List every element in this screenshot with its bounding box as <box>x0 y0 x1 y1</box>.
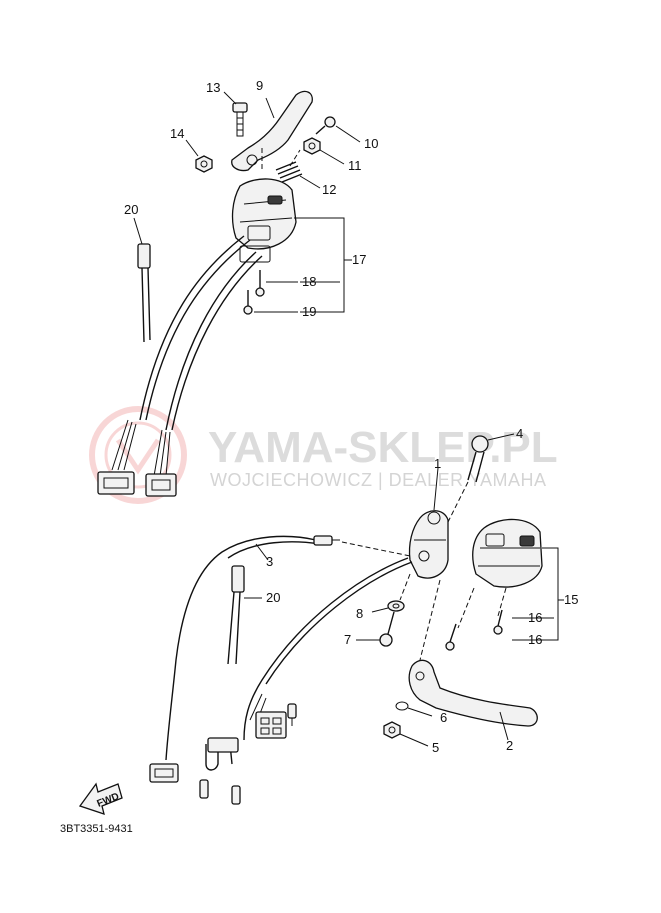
right-handlebar-switch[interactable] <box>472 518 543 588</box>
brake-switch-cable[interactable] <box>165 535 340 761</box>
callout-5: 5 <box>432 740 439 755</box>
callouts: 13 9 14 10 11 12 20 17 18 19 4 1 3 20 15… <box>124 78 578 755</box>
left-handlebar-switch[interactable] <box>231 178 297 263</box>
nut-11[interactable] <box>303 137 321 155</box>
callout-14: 14 <box>170 126 184 141</box>
right-switch-harness <box>243 557 413 741</box>
watermark-logo-icon <box>89 406 187 504</box>
callout-20-upper: 20 <box>124 202 138 217</box>
nut-5[interactable] <box>383 721 401 739</box>
oring-6[interactable] <box>395 701 409 711</box>
upper-assembly <box>97 90 361 497</box>
connector-left-a[interactable] <box>97 471 135 495</box>
screw-19[interactable] <box>243 290 253 315</box>
leader-11 <box>319 149 345 165</box>
callout-16-a: 16 <box>528 610 542 625</box>
lower-assembly <box>149 433 564 805</box>
bracket-15 <box>512 547 564 641</box>
left-switch-harness <box>111 235 263 477</box>
leader-20-upper <box>133 217 143 245</box>
screw-10[interactable] <box>315 116 336 135</box>
watermark-brand: YAMA-SKLEP.PL <box>208 423 558 472</box>
callout-15: 15 <box>564 592 578 607</box>
callout-3: 3 <box>266 554 273 569</box>
callout-4: 4 <box>516 426 523 441</box>
leader-13 <box>223 91 237 105</box>
callout-2: 2 <box>506 738 513 753</box>
callout-18: 18 <box>302 274 316 289</box>
dash-upper <box>261 148 301 170</box>
connector-left-b[interactable] <box>145 473 177 497</box>
watermark: YAMA-SKLEP.PL WOJCIECHOWICZ | DEALER YAM… <box>89 406 558 504</box>
leader-1 <box>433 467 439 511</box>
connector-right-a[interactable] <box>255 711 287 739</box>
leader-14 <box>185 139 199 157</box>
leader-5 <box>399 733 429 747</box>
drawing-code: 3BT3351-9431 <box>60 823 133 835</box>
washer-8[interactable] <box>387 600 405 612</box>
dash-3 <box>341 541 411 557</box>
callout-10: 10 <box>364 136 378 151</box>
clutch-lever[interactable] <box>231 90 313 172</box>
screw-18[interactable] <box>255 270 265 297</box>
leader-10 <box>335 125 361 143</box>
brake-lever[interactable] <box>408 659 538 727</box>
spring-12[interactable] <box>275 161 303 183</box>
callout-17: 17 <box>352 252 366 267</box>
connector-brake[interactable] <box>149 763 179 783</box>
cable-tie-upper[interactable] <box>137 243 151 343</box>
callout-12: 12 <box>322 182 336 197</box>
leader-8 <box>371 607 389 613</box>
callout-13: 13 <box>206 80 220 95</box>
bolt-7[interactable] <box>379 611 395 647</box>
callout-20-lower: 20 <box>266 590 280 605</box>
callout-8: 8 <box>356 606 363 621</box>
nut-14[interactable] <box>195 155 213 173</box>
callout-7: 7 <box>344 632 351 647</box>
leader-4 <box>487 433 515 441</box>
watermark-dealer: WOJCIECHOWICZ | DEALER YAMAHA <box>210 470 547 490</box>
screw-16-a[interactable] <box>493 609 503 635</box>
callout-16-b: 16 <box>528 632 542 647</box>
callout-6: 6 <box>440 710 447 725</box>
master-cylinder[interactable] <box>408 510 449 579</box>
plug-terminal-b[interactable] <box>199 779 241 805</box>
callout-9: 9 <box>256 78 263 93</box>
bracket-17 <box>294 217 352 313</box>
dash-7 <box>399 573 441 661</box>
callout-11: 11 <box>348 158 362 173</box>
forward-arrow-icon: FWD <box>78 782 123 815</box>
dash-15 <box>457 587 507 629</box>
callout-19: 19 <box>302 304 316 319</box>
cable-tie-lower[interactable] <box>227 565 245 665</box>
bolt-4[interactable] <box>467 435 489 483</box>
bolt-13[interactable] <box>232 102 248 137</box>
leader-6 <box>407 707 433 717</box>
leader-9 <box>265 97 275 119</box>
callout-1: 1 <box>434 456 441 471</box>
connector-right-b[interactable] <box>205 737 239 771</box>
leader-2 <box>499 711 509 741</box>
leader-12 <box>299 175 321 189</box>
plug-terminal-a[interactable] <box>287 703 297 726</box>
screw-16-b[interactable] <box>445 623 457 651</box>
leader-3 <box>255 543 269 561</box>
